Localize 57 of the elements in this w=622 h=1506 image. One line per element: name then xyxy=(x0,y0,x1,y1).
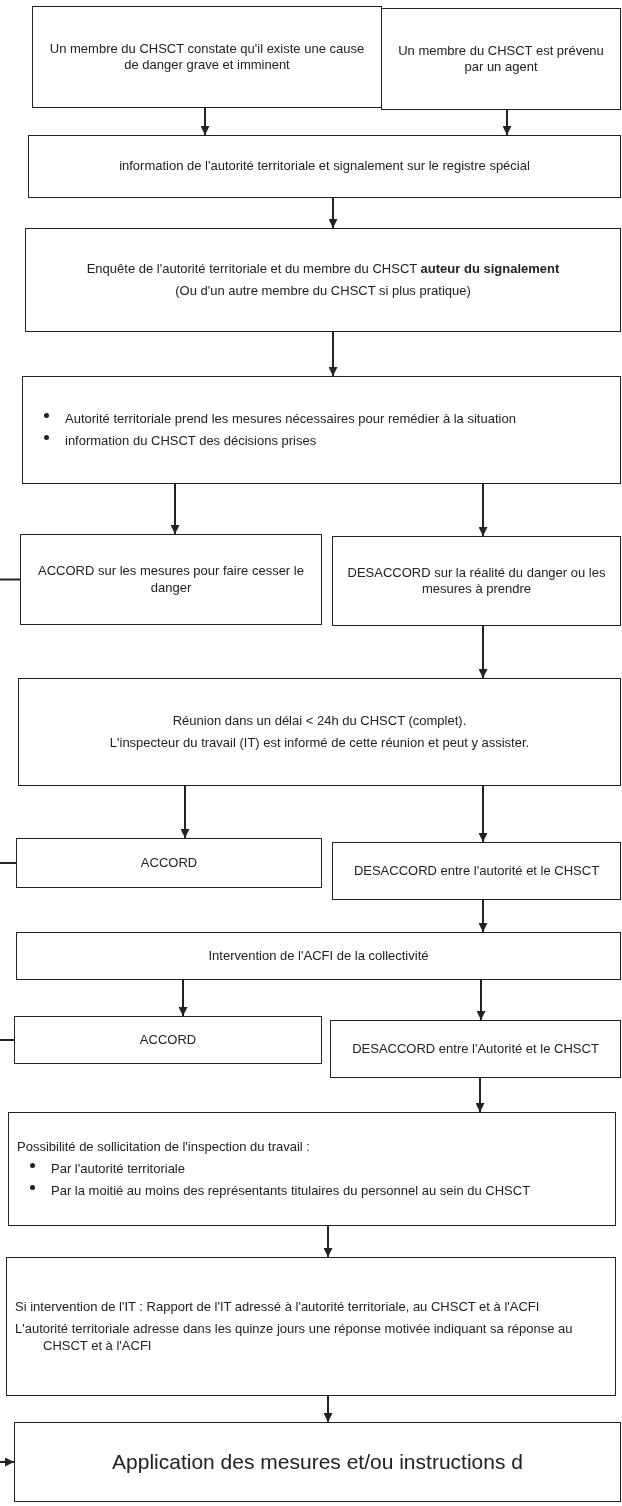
process-box xyxy=(28,135,621,198)
connector-line xyxy=(0,1039,15,1041)
arrow xyxy=(478,483,488,537)
process-box xyxy=(25,228,621,332)
box-text: L'inspecteur du travail (IT) est informé de cette réunion et peut y assister. xyxy=(109,735,530,752)
arrow xyxy=(476,979,486,1021)
process-box xyxy=(381,8,621,110)
arrow xyxy=(323,1395,333,1423)
bullet-item: information du CHSCT des décisions prises xyxy=(65,433,318,450)
arrow xyxy=(170,483,180,535)
box-text: L'autorité territoriale adresse dans les quinze jours une réponse motivée indiquant sa réponse au CHSCT et à l'ACFI xyxy=(15,1321,574,1354)
arrow xyxy=(178,979,188,1017)
process-box xyxy=(6,1257,616,1396)
bullet-item: Par la moitié au moins des représentants titulaires du personnel au sein du CHSCT xyxy=(51,1183,532,1200)
process-box xyxy=(8,1112,616,1226)
bullet-item: Autorité territoriale prend les mesures nécessaires pour remédier à la situation xyxy=(65,410,517,427)
box-text: ACCORD sur les mesures pour faire cesser le danger xyxy=(37,563,305,596)
process-box xyxy=(22,376,621,484)
connector-line xyxy=(0,862,17,864)
bullet-item: Par l'autorité territoriale xyxy=(51,1160,186,1178)
box-text: Possibilité de sollicitation de l'inspection du travail : xyxy=(17,1138,311,1155)
process-box xyxy=(14,1016,322,1064)
arrow xyxy=(328,197,338,229)
process-box xyxy=(32,6,382,108)
box-text: Enquête de l'autorité territoriale et du membre du CHSCT auteur du signalement xyxy=(86,260,560,277)
process-box xyxy=(14,1422,621,1502)
arrow xyxy=(200,107,210,136)
process-box xyxy=(330,1020,621,1078)
box-text: DESACCORD entre l'autorité et le CHSCT xyxy=(353,862,600,880)
process-box xyxy=(18,678,621,786)
box-text: Un membre du CHSCT est prévenu par un agent xyxy=(397,42,605,76)
box-text: ACCORD xyxy=(140,854,198,872)
process-box xyxy=(332,536,621,626)
arrow xyxy=(478,899,488,933)
process-box xyxy=(20,534,322,625)
process-box xyxy=(332,842,621,900)
box-text: Si intervention de l'IT : Rapport de l'IT adressé à l'autorité territoriale, au CHSCT et à l'ACFI xyxy=(15,1299,541,1316)
arrow xyxy=(475,1077,485,1113)
arrow xyxy=(502,109,512,136)
connector-line xyxy=(0,578,21,581)
arrow xyxy=(323,1225,333,1258)
box-text: (Ou d'un autre membre du CHSCT si plus pratique) xyxy=(175,283,471,300)
arrow xyxy=(0,1457,15,1467)
box-text: DESACCORD entre l'Autorité et le CHSCT xyxy=(352,1040,599,1058)
box-text: information de l'autorité territoriale et signalement sur le registre spécial xyxy=(119,158,530,175)
process-box xyxy=(16,932,621,980)
arrow xyxy=(328,331,338,377)
arrow xyxy=(180,785,190,839)
box-text: ACCORD xyxy=(139,1031,197,1049)
arrow xyxy=(478,785,488,843)
arrow xyxy=(478,625,488,679)
box-text: Intervention de l'ACFI de la collectivité xyxy=(208,947,429,965)
box-text: Un membre du CHSCT constate qu'il existe une cause de danger grave et imminent xyxy=(48,40,366,74)
box-text: Réunion dans un délai < 24h du CHSCT (complet). xyxy=(172,712,467,729)
box-text: Application des mesures et/ou instructions d xyxy=(112,1448,523,1475)
process-box xyxy=(16,838,322,888)
box-text: DESACCORD sur la réalité du danger ou les mesures à prendre xyxy=(346,564,607,598)
